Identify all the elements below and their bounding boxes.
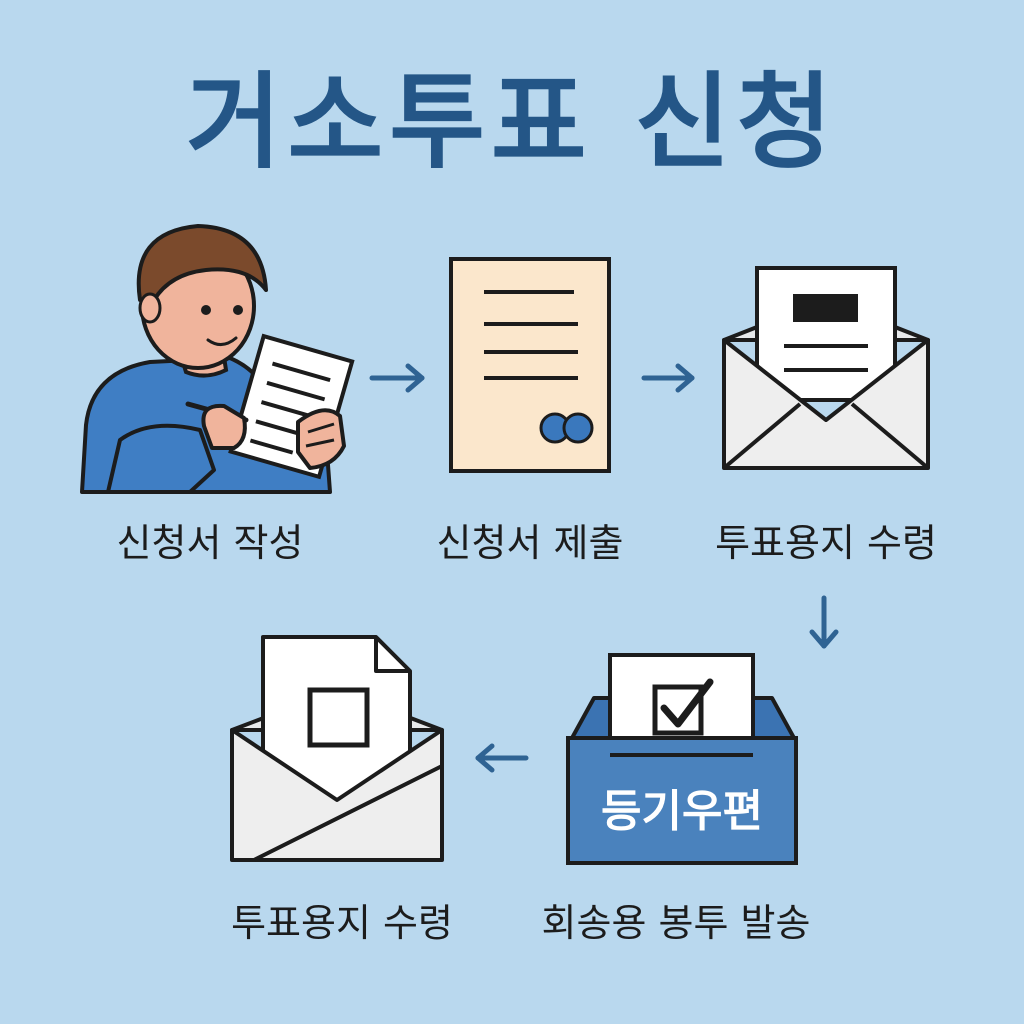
step-label-write-application: 신청서 작성 xyxy=(70,518,350,568)
step-label-submit-application: 신청서 제출 xyxy=(390,518,670,568)
envelope-ballot-icon xyxy=(232,637,442,860)
ballot-box-icon: 등기우편 xyxy=(568,655,796,863)
arrow-left-icon xyxy=(478,746,526,770)
ballot-box-label: 등기우편 xyxy=(601,786,763,837)
arrow-right-icon xyxy=(644,366,692,390)
step-label-receive-ballot-2: 투표용지 수령 xyxy=(202,898,482,948)
arrow-down-icon xyxy=(812,598,836,646)
step-label-receive-ballot: 투표용지 수령 xyxy=(686,518,966,568)
arrow-right-icon xyxy=(372,366,422,390)
person-writing-icon xyxy=(82,226,352,492)
step-label-send-return-envelope: 회송용 봉투 발송 xyxy=(536,898,816,948)
open-envelope-ballot-icon xyxy=(724,268,928,468)
application-document-icon xyxy=(451,259,609,471)
